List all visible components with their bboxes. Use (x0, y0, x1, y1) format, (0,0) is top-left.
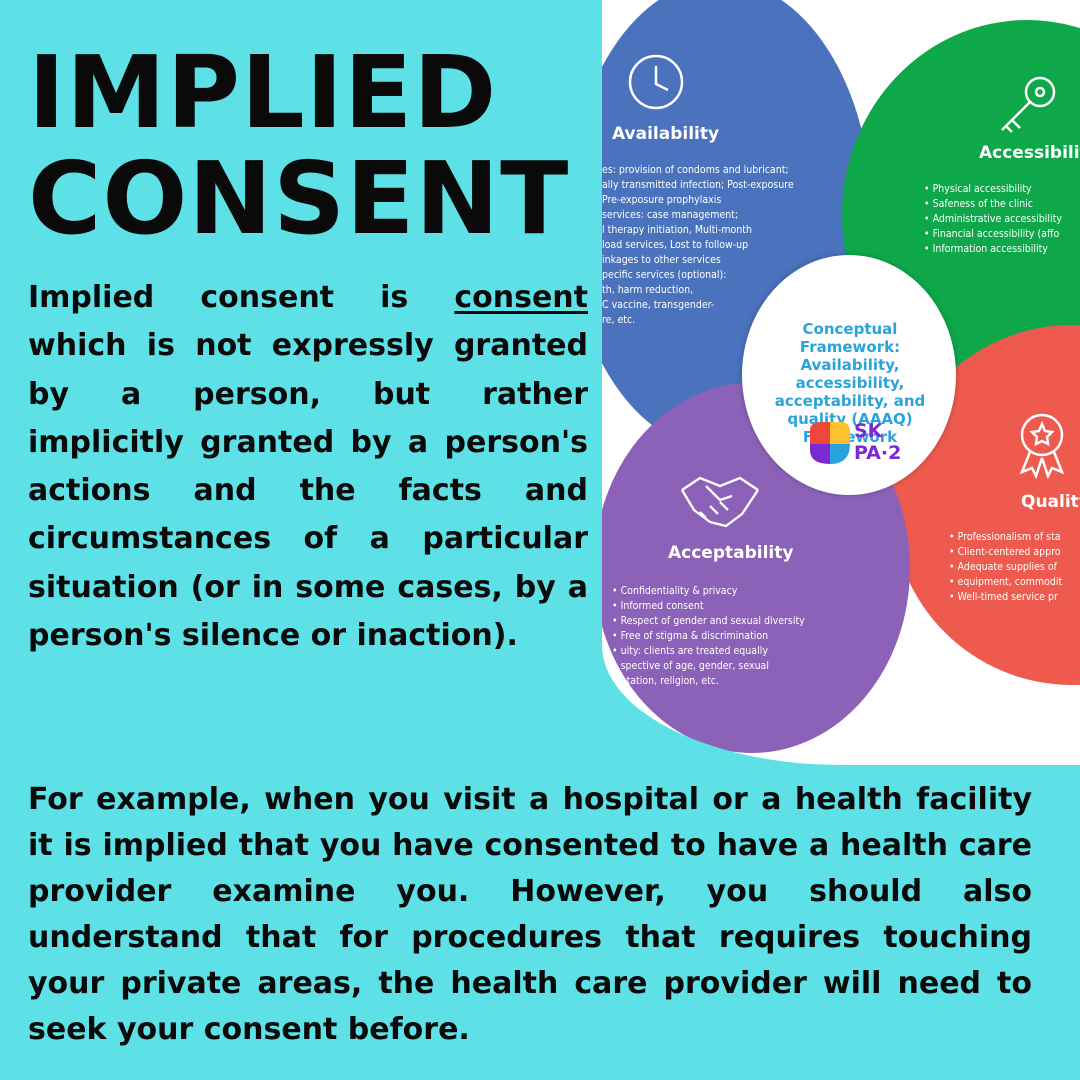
availability-item: inkages to other services (602, 254, 721, 266)
acceptability-list: Confidentiality & privacyInformed consen… (612, 584, 842, 689)
availability-item: C vaccine, transgender- (602, 299, 715, 311)
accessibility-item: Physical accessibility (924, 182, 1080, 197)
clock-icon (628, 54, 684, 110)
acceptability-item: spective of age, gender, sexual (612, 659, 842, 674)
accessibility-item: Safeness of the clinic (924, 197, 1080, 212)
availability-item: l therapy initiation, Multi-month (602, 224, 752, 236)
acceptability-item: Confidentiality & privacy (612, 584, 842, 599)
accessibility-title: Accessibility (979, 143, 1080, 163)
aaaq-framework-graphic: Availability es: provision of condoms an… (602, 0, 1080, 765)
title-line-2: CONSENT (28, 140, 570, 257)
framework-center-title: Conceptual Framework: Availability, acce… (774, 320, 926, 446)
availability-title: Availability (612, 124, 720, 144)
quality-list: Professionalism of staClient-centered ap… (949, 530, 1080, 605)
quality-item: Well-timed service pr (949, 590, 1080, 605)
quality-title: Quality (1021, 492, 1080, 512)
title-line-1: IMPLIED (28, 34, 498, 151)
intro-paragraph: Implied consent is consent which is not … (28, 274, 588, 660)
award-ribbon-icon (1019, 413, 1065, 480)
accessibility-list: Physical accessibilitySafeness of the cl… (924, 182, 1080, 257)
quality-item: Professionalism of sta (949, 530, 1080, 545)
acceptability-item: Respect of gender and sexual diversity (612, 614, 842, 629)
key-icon (1001, 76, 1056, 133)
intro-text-end: which is not expressly granted by a pers… (28, 328, 588, 654)
consent-link[interactable]: consent (454, 280, 588, 315)
accessibility-item: Financial accessibility (affo (924, 227, 1080, 242)
availability-item: th, harm reduction, (602, 284, 694, 296)
logo-text-top: SK (854, 420, 883, 442)
quality-item: Client-centered appro (949, 545, 1080, 560)
quality-item: equipment, commodit (949, 575, 1080, 590)
handshake-icon (681, 476, 759, 528)
availability-list: es: provision of condoms and lubricant; a… (602, 163, 812, 328)
accessibility-item: Information accessibility (924, 242, 1080, 257)
example-paragraph: For example, when you visit a hospital o… (28, 782, 1032, 1047)
availability-item: pecific services (optional): (602, 269, 727, 281)
availability-item: load services, Lost to follow-up (602, 239, 749, 251)
availability-item: ally transmitted infection; Post-exposur… (602, 179, 794, 191)
acceptability-item: ntation, religion, etc. (612, 674, 842, 689)
availability-item: es: provision of condoms and lubricant; (602, 164, 789, 176)
quality-item: Adequate supplies of (949, 560, 1080, 575)
logo-text-bottom: PA·2 (854, 442, 902, 464)
acceptability-title: Acceptability (668, 543, 794, 563)
page-title: IMPLIED CONSENT (28, 40, 569, 252)
acceptability-item: uity: clients are treated equally (612, 644, 842, 659)
acceptability-item: Free of stigma & discrimination (612, 629, 842, 644)
acceptability-item: Informed consent (612, 599, 842, 614)
intro-text-start: Implied consent is (28, 280, 455, 315)
skpa-logo: SK PA·2 (808, 420, 918, 466)
accessibility-item: Administrative accessibility (924, 212, 1080, 227)
framework-center-circle (742, 255, 956, 495)
availability-item: Pre-exposure prophylaxis (602, 194, 722, 206)
availability-item: re, etc. (602, 314, 636, 326)
availability-item: services: case management; (602, 209, 739, 221)
